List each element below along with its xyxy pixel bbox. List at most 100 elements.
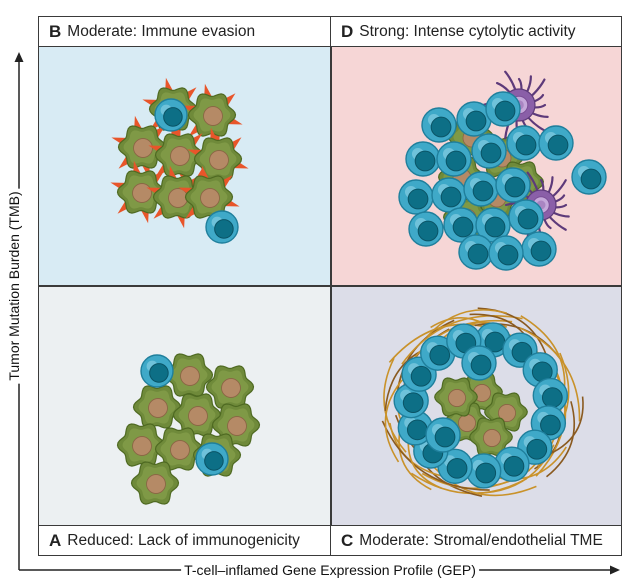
t-cell — [436, 141, 472, 177]
t-cell — [421, 107, 457, 143]
t-cell-nucleus — [494, 100, 516, 122]
t-cell-nucleus — [511, 341, 533, 363]
t-cell-nucleus — [407, 188, 429, 210]
tumor-nucleus — [132, 183, 152, 203]
tumor-nucleus — [170, 440, 190, 460]
t-cell-nucleus — [547, 134, 569, 156]
t-cell-nucleus — [406, 419, 428, 441]
tumor-nucleus — [133, 138, 153, 158]
t-cell — [475, 207, 511, 243]
tumor-nucleus — [180, 366, 200, 386]
t-cell-nucleus — [452, 216, 474, 238]
t-cell — [140, 354, 174, 388]
t-cell-nucleus — [497, 244, 519, 266]
tumor-nucleus — [483, 429, 501, 447]
tumor-nucleus — [170, 146, 190, 166]
t-cell — [506, 125, 542, 161]
t-cell — [571, 159, 607, 195]
x-axis-arrowhead — [610, 565, 620, 575]
tumor-nucleus — [209, 150, 229, 170]
t-cell-nucleus — [214, 219, 234, 239]
tumor-cell — [116, 423, 166, 467]
y-axis-arrowhead — [14, 52, 24, 62]
t-cell — [521, 231, 557, 267]
t-cell-nucleus — [410, 365, 432, 387]
panel-a-letter: A — [49, 530, 62, 550]
t-cell — [495, 167, 531, 203]
t-cell-nucleus — [163, 107, 183, 127]
t-cell — [532, 377, 568, 414]
t-cell-nucleus — [526, 438, 548, 460]
horizontal-divider — [39, 285, 621, 287]
panel-c-illustration — [331, 287, 621, 525]
t-cell-nucleus — [503, 455, 525, 477]
panel-d-illustration — [331, 47, 621, 285]
tumor-nucleus — [498, 404, 516, 422]
panel-c-letter: C — [341, 530, 354, 550]
panel-a-illustration — [39, 287, 330, 525]
t-cell — [154, 98, 188, 132]
panel-d-letter: D — [341, 21, 354, 41]
panel-c-footer: C Moderate: Stromal/endothelial TME — [331, 525, 621, 555]
panel-c-label: Moderate: Stromal/endothelial TME — [359, 531, 603, 549]
t-cell-nucleus — [480, 142, 502, 164]
t-cell — [405, 141, 441, 177]
t-cell-nucleus — [149, 363, 169, 383]
t-cell-nucleus — [414, 150, 436, 172]
t-cell — [508, 199, 544, 235]
t-cell-nucleus — [440, 186, 462, 208]
panel-d-header: D Strong: Intense cytolytic activity — [331, 17, 621, 47]
panel-a-label: Reduced: Lack of immunogenicity — [67, 531, 300, 549]
tumor-cell — [110, 160, 172, 224]
tumor-nucleus — [448, 389, 466, 407]
t-cell-nucleus — [540, 414, 561, 436]
t-cell — [466, 453, 502, 489]
panel-d-label: Strong: Intense cytolytic activity — [359, 22, 576, 40]
t-cell-nucleus — [402, 392, 424, 414]
t-cell — [205, 210, 239, 244]
t-cell-nucleus — [472, 180, 494, 202]
tumor-nucleus — [203, 106, 223, 126]
tumor-cell — [434, 377, 478, 417]
t-cell — [408, 211, 444, 247]
tumor-nucleus — [200, 188, 220, 208]
tumor-cell — [178, 165, 240, 229]
t-cell — [397, 410, 434, 446]
t-cell-nucleus — [517, 208, 539, 230]
t-cell-nucleus — [467, 243, 489, 265]
t-cell-nucleus — [446, 457, 468, 479]
tumor-cell — [132, 385, 182, 429]
t-cell — [398, 179, 434, 215]
tumor-nucleus — [132, 436, 152, 456]
t-cell — [195, 442, 229, 476]
t-cell — [425, 417, 461, 453]
tumor-cell — [172, 393, 222, 437]
t-cell — [431, 177, 467, 213]
t-cell-nucleus — [429, 344, 451, 366]
tumor-cell — [130, 461, 180, 505]
t-cell — [393, 382, 429, 419]
t-cell — [419, 335, 456, 371]
tumor-cell — [146, 165, 208, 229]
tumor-nucleus — [221, 378, 241, 398]
quadrant-grid: B Moderate: Immune evasion D Strong: Int… — [38, 16, 622, 556]
t-cell — [458, 234, 494, 270]
panel-b-illustration — [39, 47, 330, 285]
t-cell-nucleus — [541, 387, 563, 408]
tumor-cell — [164, 353, 214, 397]
t-cell-nucleus — [445, 150, 467, 172]
t-cell-nucleus — [434, 426, 456, 448]
t-cell-nucleus — [580, 168, 602, 190]
panel-b-header: B Moderate: Immune evasion — [39, 17, 330, 47]
t-cell — [471, 133, 507, 169]
tumor-cell — [154, 427, 204, 471]
t-cell — [461, 345, 497, 381]
y-axis-label: Tumor Mutation Burden (TMB) — [6, 188, 22, 384]
t-cell-nucleus — [530, 240, 552, 262]
tumor-nucleus — [148, 398, 168, 418]
tumor-cell — [205, 365, 255, 409]
t-cell-nucleus — [484, 216, 506, 238]
t-cell-nucleus — [417, 220, 439, 242]
panel-b-letter: B — [49, 21, 62, 41]
tumor-nucleus — [458, 414, 476, 432]
